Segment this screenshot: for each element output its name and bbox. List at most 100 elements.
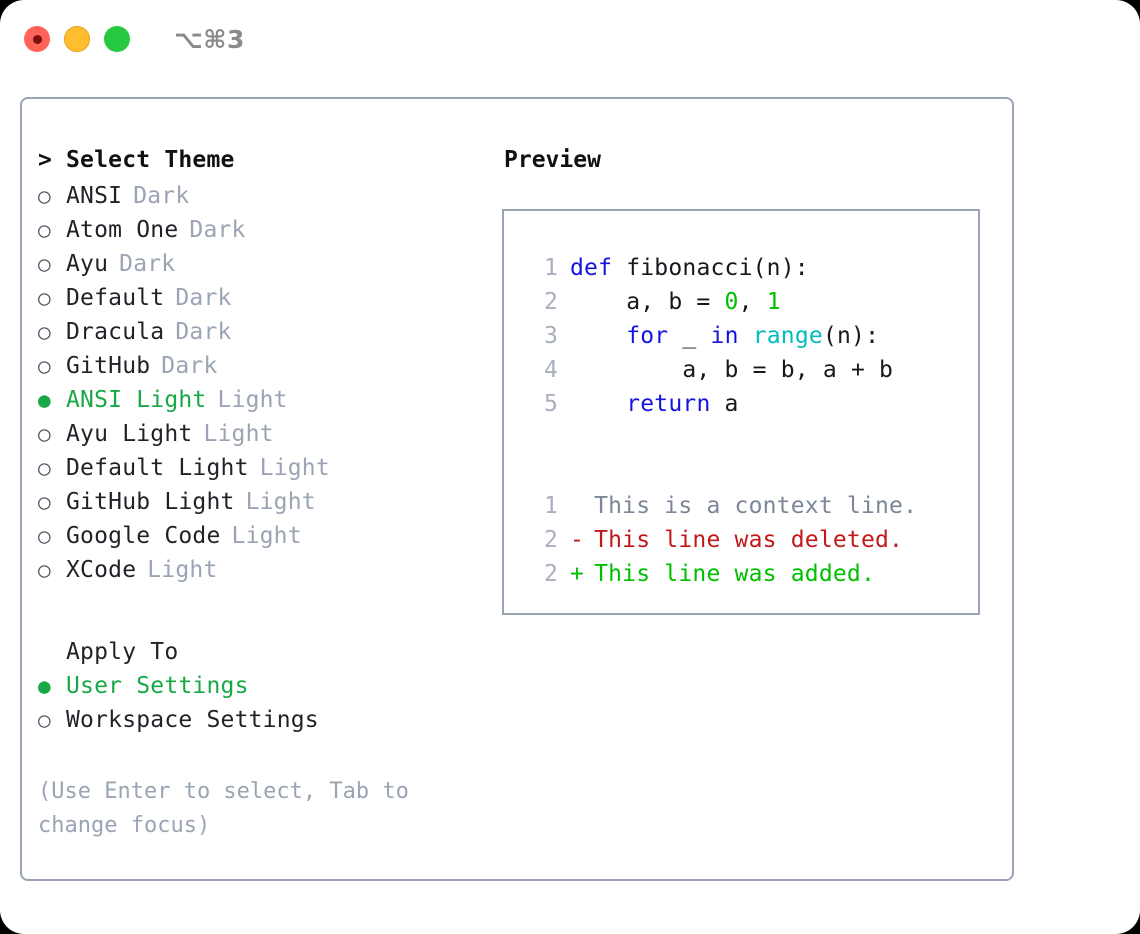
diff-text: This line was added. bbox=[594, 561, 876, 587]
select-theme-heading: > Select Theme bbox=[38, 147, 502, 183]
theme-variant-label: Light bbox=[231, 523, 302, 549]
radio-unselected-icon[interactable]: ○ bbox=[38, 252, 51, 276]
apply-to-option-selected[interactable]: ● User Settings bbox=[38, 673, 502, 707]
theme-variant-label: Dark bbox=[175, 285, 232, 311]
radio-unselected-icon[interactable]: ○ bbox=[38, 218, 51, 242]
diff-line-context: 1 This is a context line. bbox=[524, 493, 978, 527]
radio-unselected-icon[interactable]: ○ bbox=[38, 286, 51, 310]
radio-unselected-icon[interactable]: ○ bbox=[38, 456, 51, 480]
theme-variant-label: Light bbox=[217, 387, 288, 413]
theme-label: Google Code bbox=[66, 523, 221, 549]
close-dot-icon bbox=[32, 34, 42, 44]
theme-variant-label: Light bbox=[259, 455, 330, 481]
radio-unselected-icon[interactable]: ○ bbox=[38, 422, 51, 446]
code-token-text bbox=[739, 323, 753, 349]
keyboard-shortcut-label: ⌥⌘3 bbox=[174, 24, 245, 54]
theme-list-item[interactable]: ○ Dracula Dark bbox=[38, 319, 502, 353]
apply-to-option-label: Workspace Settings bbox=[66, 707, 319, 733]
theme-label: GitHub Light bbox=[66, 489, 235, 515]
code-token-text: a, b = b, a + b bbox=[570, 357, 894, 383]
preview-title: Preview bbox=[504, 147, 601, 173]
code-token-function: range bbox=[752, 323, 823, 349]
line-number: 2 bbox=[543, 289, 558, 315]
code-token-text bbox=[570, 323, 626, 349]
theme-list-item[interactable]: ○ Ayu Dark bbox=[38, 251, 502, 285]
theme-variant-label: Dark bbox=[175, 319, 232, 345]
theme-variant-label: Light bbox=[147, 557, 218, 583]
theme-list-item[interactable]: ○ Default Light Light bbox=[38, 455, 502, 489]
theme-list-item[interactable]: ○ ANSI Dark bbox=[38, 183, 502, 217]
theme-label: Ayu bbox=[66, 251, 109, 277]
traffic-lights bbox=[24, 26, 130, 52]
line-number: 3 bbox=[543, 323, 558, 349]
theme-label: Default Light bbox=[66, 455, 249, 481]
code-token-text: a bbox=[710, 391, 739, 417]
diff-line-added: 2 + This line was added. bbox=[524, 561, 978, 595]
radio-selected-icon[interactable]: ● bbox=[38, 674, 51, 698]
main-card: > Select Theme ○ ANSI Dark ○ Atom One Da… bbox=[20, 97, 1014, 881]
theme-list-item[interactable]: ○ GitHub Dark bbox=[38, 353, 502, 387]
theme-list-item[interactable]: ○ GitHub Light Light bbox=[38, 489, 502, 523]
spacer bbox=[524, 459, 978, 493]
close-button-icon[interactable] bbox=[24, 26, 50, 52]
caret-icon: > bbox=[38, 147, 53, 173]
apply-to-title: Apply To bbox=[66, 639, 179, 665]
code-token-number: 1 bbox=[766, 289, 781, 315]
code-token-keyword: return bbox=[626, 391, 711, 417]
theme-variant-label: Light bbox=[203, 421, 274, 447]
line-number: 4 bbox=[543, 357, 558, 383]
theme-selector-panel: > Select Theme ○ ANSI Dark ○ Atom One Da… bbox=[22, 99, 502, 879]
code-token-text: a, b = bbox=[570, 289, 725, 315]
theme-label: Dracula bbox=[66, 319, 165, 345]
radio-unselected-icon[interactable]: ○ bbox=[38, 184, 51, 208]
line-number: 2 bbox=[543, 527, 558, 553]
theme-list-item[interactable]: ○ XCode Light bbox=[38, 557, 502, 591]
spacer bbox=[524, 425, 978, 459]
theme-label: Atom One bbox=[66, 217, 179, 243]
code-line: 1 def fibonacci(n): bbox=[524, 255, 978, 289]
code-token-text: (n): bbox=[822, 323, 880, 349]
line-number: 5 bbox=[543, 391, 558, 417]
diff-text: This is a context line. bbox=[594, 493, 918, 519]
code-token-text: _ bbox=[668, 323, 711, 349]
theme-list-item-selected[interactable]: ● ANSI Light Light bbox=[38, 387, 502, 421]
code-token-text: fibonacci(n): bbox=[626, 255, 809, 281]
apply-to-heading: Apply To bbox=[38, 639, 502, 673]
title-bar: ⌥⌘3 bbox=[0, 0, 1140, 78]
theme-variant-label: Dark bbox=[133, 183, 190, 209]
theme-list-item[interactable]: ○ Google Code Light bbox=[38, 523, 502, 557]
radio-unselected-icon[interactable]: ○ bbox=[38, 524, 51, 548]
radio-selected-icon[interactable]: ● bbox=[38, 388, 51, 412]
code-line: 3 for _ in range (n): bbox=[524, 323, 978, 357]
select-theme-title: Select Theme bbox=[66, 147, 235, 173]
preview-box: 1 def fibonacci(n): 2 a, b = 0 , 1 3 bbox=[502, 209, 980, 615]
code-token-text bbox=[570, 391, 626, 417]
radio-unselected-icon[interactable]: ○ bbox=[38, 708, 51, 732]
theme-list-item[interactable]: ○ Ayu Light Light bbox=[38, 421, 502, 455]
theme-label: GitHub bbox=[66, 353, 151, 379]
theme-list-item[interactable]: ○ Atom One Dark bbox=[38, 217, 502, 251]
code-line: 5 return a bbox=[524, 391, 978, 425]
radio-unselected-icon[interactable]: ○ bbox=[38, 354, 51, 378]
code-token-keyword: in bbox=[710, 323, 739, 349]
theme-label: Default bbox=[66, 285, 165, 311]
line-number: 1 bbox=[543, 493, 558, 519]
theme-variant-label: Dark bbox=[119, 251, 176, 277]
diff-line-deleted: 2 - This line was deleted. bbox=[524, 527, 978, 561]
radio-unselected-icon[interactable]: ○ bbox=[38, 320, 51, 344]
code-line: 4 a, b = b, a + b bbox=[524, 357, 978, 391]
diff-text: This line was deleted. bbox=[594, 527, 904, 553]
theme-variant-label: Dark bbox=[189, 217, 246, 243]
minimize-button-icon[interactable] bbox=[64, 26, 90, 52]
keyboard-hint-text: (Use Enter to select, Tab to change focu… bbox=[38, 779, 409, 838]
spacer bbox=[38, 591, 502, 639]
radio-unselected-icon[interactable]: ○ bbox=[38, 490, 51, 514]
radio-unselected-icon[interactable]: ○ bbox=[38, 558, 51, 582]
theme-list-item[interactable]: ○ Default Dark bbox=[38, 285, 502, 319]
spacer bbox=[38, 741, 502, 775]
apply-to-option[interactable]: ○ Workspace Settings bbox=[38, 707, 502, 741]
theme-label: ANSI Light bbox=[66, 387, 207, 413]
diff-sign bbox=[570, 493, 584, 519]
zoom-button-icon[interactable] bbox=[104, 26, 130, 52]
